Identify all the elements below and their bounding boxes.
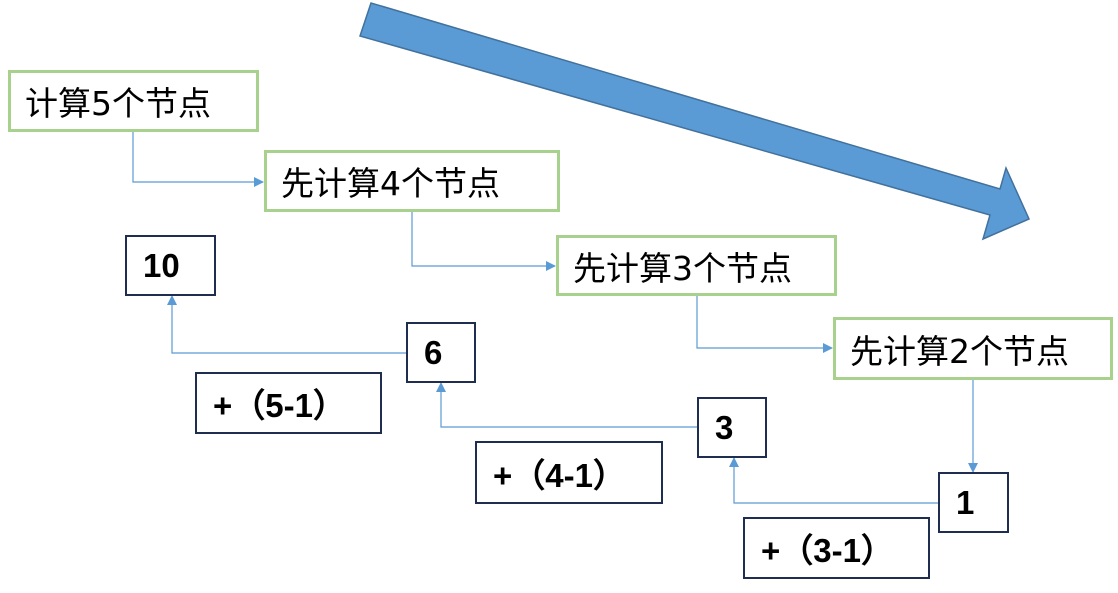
addition-label: +（4-1） — [493, 456, 626, 494]
direction-arrow — [359, 2, 1030, 241]
addition-box-5-1: +（5-1） — [195, 372, 382, 434]
result-box-10: 10 — [125, 235, 216, 296]
step-box-5-nodes: 计算5个节点 — [8, 70, 259, 132]
result-value: 1 — [956, 483, 975, 521]
step-box-3-nodes: 先计算3个节点 — [556, 235, 837, 296]
result-value: 3 — [715, 408, 734, 446]
result-value: 6 — [424, 333, 443, 371]
result-box-6: 6 — [406, 322, 476, 383]
result-value: 10 — [143, 246, 180, 284]
result-box-1: 1 — [938, 472, 1009, 533]
result-box-3: 3 — [697, 397, 767, 458]
addition-label: +（5-1） — [213, 387, 346, 424]
addition-label: +（3-1） — [761, 532, 894, 569]
connector-result1-to-result3 — [729, 457, 938, 504]
step-label: 计算5个节点 — [25, 84, 211, 123]
step-box-2-nodes: 先计算2个节点 — [833, 317, 1113, 380]
step-label: 先计算4个节点 — [281, 164, 500, 203]
addition-box-4-1: +（4-1） — [475, 441, 663, 504]
connector-result3-to-result6 — [436, 382, 697, 428]
connector-step2-to-step3 — [411, 211, 556, 271]
connector-step3-to-step4 — [696, 295, 833, 353]
step-label: 先计算3个节点 — [573, 248, 792, 288]
step-label: 先计算2个节点 — [850, 331, 1069, 371]
connector-step1-to-step2 — [132, 131, 264, 187]
addition-box-3-1: +（3-1） — [743, 517, 930, 579]
connector-result6-to-result10 — [167, 295, 406, 354]
step-box-4-nodes: 先计算4个节点 — [264, 150, 560, 212]
